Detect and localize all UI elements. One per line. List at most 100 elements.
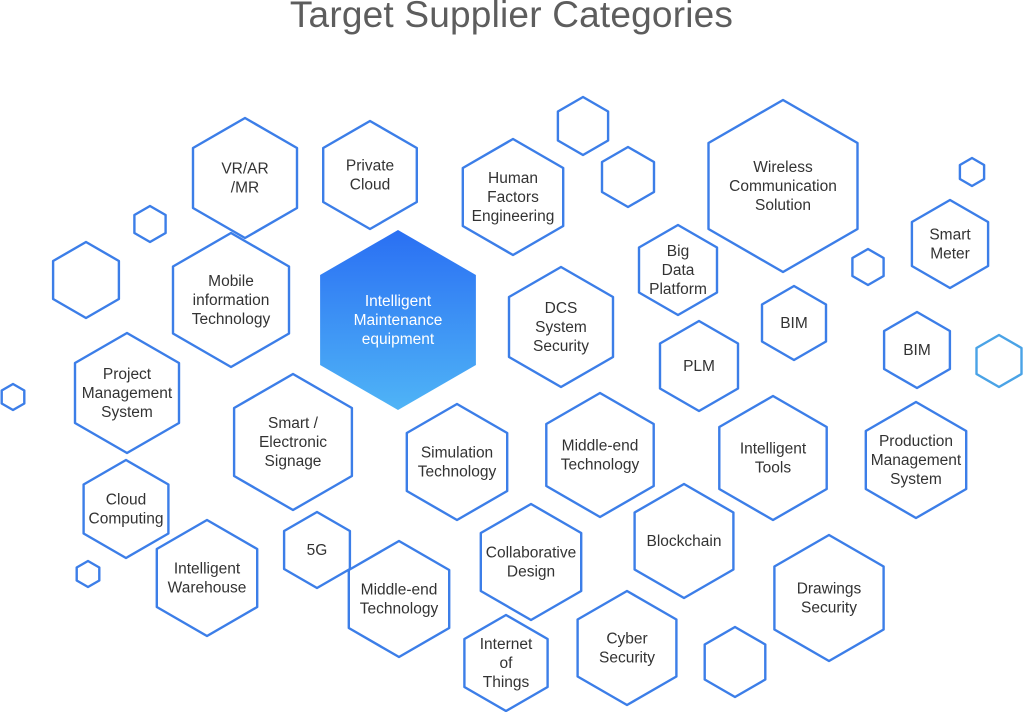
category-label-line: Warehouse: [168, 580, 247, 597]
category-label-line: System: [535, 319, 587, 336]
category-label-line: Communication: [729, 178, 837, 195]
category-label-line: Tools: [755, 460, 791, 477]
hexagon-shape: [864, 400, 968, 520]
hexagon-shape: [463, 613, 549, 712]
category-label-line: Blockchain: [647, 533, 722, 550]
category-label-line: Design: [507, 564, 555, 581]
category-label-line: Intelligent: [174, 561, 241, 578]
hexagon-shape: [760, 284, 828, 362]
category-label-line: PLM: [683, 358, 715, 375]
hexagon-shape: [658, 319, 740, 413]
hexagon-shape: [461, 137, 565, 257]
decorative-hexagon: [600, 145, 656, 209]
category-label-line: BIM: [780, 315, 808, 332]
category-label-line: DCS: [545, 300, 578, 317]
category-label-line: Management: [871, 452, 962, 469]
category-label-line: Middle-end: [361, 582, 438, 599]
category-hexagon-plm: PLM: [658, 319, 740, 413]
category-label-line: Technology: [418, 464, 497, 481]
category-label-line: Intelligent: [740, 441, 807, 458]
category-hexagon-blockchain: Blockchain: [633, 482, 735, 600]
category-label-line: of: [500, 655, 514, 672]
hexagon-shape: [479, 502, 583, 622]
category-label: BIM: [780, 315, 808, 332]
category-hexagon-5g: 5G: [282, 510, 352, 590]
category-label-line: Factors: [487, 189, 539, 206]
decorative-hexagon: [958, 156, 986, 188]
hexagon-shape: [576, 589, 678, 707]
hexagon-shape: [191, 116, 299, 240]
category-label-line: Technology: [360, 601, 439, 618]
hexagon-shape: [718, 394, 828, 522]
hexagon-shape: [320, 230, 476, 410]
hexagon-shape: [633, 482, 735, 600]
category-label: VR/AR/MR: [221, 161, 268, 197]
category-label-line: Meter: [930, 246, 970, 263]
decorative-hexagon: [975, 333, 1023, 389]
category-label-line: 5G: [307, 542, 328, 559]
category-label: Blockchain: [647, 533, 722, 550]
hexagon-shape: [171, 231, 291, 369]
decorative-hexagon: [75, 559, 101, 589]
decorative-hexagon: [703, 625, 767, 699]
hexagon-shape: [282, 510, 352, 590]
category-label-line: Platform: [649, 281, 707, 298]
hexagon-shape: [773, 533, 885, 663]
category-label-line: Security: [801, 600, 857, 617]
hexagon-shape: [232, 372, 354, 512]
decorative-hexagon: [51, 240, 121, 320]
category-label-line: Electronic: [259, 434, 327, 451]
hexagon-shape: [73, 331, 181, 455]
decorative-hexagon: [133, 204, 167, 244]
category-label-line: Internet: [480, 636, 533, 653]
hexagon-shape: [545, 391, 655, 519]
hexagon-shape: [155, 518, 259, 638]
category-label-line: Security: [599, 650, 655, 667]
hexagon-shape: [882, 310, 952, 390]
category-label-line: Private: [346, 158, 394, 175]
category-label-line: BIM: [903, 342, 931, 359]
category-label-line: Cloud: [350, 177, 391, 194]
category-label: PLM: [683, 358, 715, 375]
hexagon-shape: [707, 98, 859, 274]
category-label-line: Mobile: [208, 273, 254, 290]
category-hexagon-vr-ar-mr: VR/AR/MR: [191, 116, 299, 240]
decorative-hexagon: [851, 247, 885, 287]
hexagon-shape: [507, 265, 615, 389]
category-label-line: Big: [667, 243, 689, 260]
hexagon-shape: [405, 402, 509, 522]
category-label-line: Solution: [755, 197, 811, 214]
category-hexagon-bim-1: BIM: [760, 284, 828, 362]
category-label-line: Smart: [929, 227, 971, 244]
page-title: Target Supplier Categories: [289, 0, 734, 35]
